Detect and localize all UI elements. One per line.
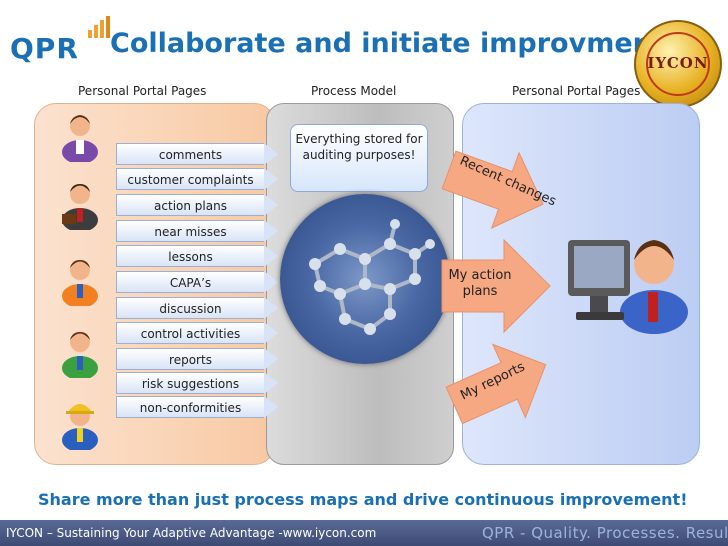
iycon-logo: IYCON xyxy=(634,20,722,108)
iycon-logo-text: IYCON xyxy=(647,54,709,72)
tag-arrow-icon xyxy=(264,194,278,216)
item-tag-reports: reports xyxy=(116,348,264,370)
item-tag-non-conformities: non-conformities xyxy=(116,396,264,418)
item-tag-capas: CAPA’s xyxy=(116,271,264,293)
person-icon xyxy=(62,115,98,162)
item-tag-near-misses: near misses xyxy=(116,220,264,242)
tag-arrow-icon xyxy=(264,396,278,418)
item-tag-action-plans: action plans xyxy=(116,194,264,216)
arrow-label-my-action-plans: My action plans xyxy=(448,268,512,299)
right-column-heading: Personal Portal Pages xyxy=(512,84,641,98)
tag-arrow-icon xyxy=(264,271,278,293)
person-icon xyxy=(62,260,98,306)
item-tag-comments: comments xyxy=(116,143,264,165)
footer-left-text: IYCON – Sustaining Your Adaptive Advanta… xyxy=(6,526,377,540)
qpr-logo: QPR xyxy=(10,32,79,65)
molecule-icon xyxy=(309,219,435,335)
tag-arrow-icon xyxy=(264,322,278,344)
iycon-logo-ring xyxy=(646,32,710,96)
arrow-my-action-plans xyxy=(441,238,551,334)
person-icon xyxy=(62,332,98,378)
tagline: Share more than just process maps and dr… xyxy=(38,490,688,509)
item-tag-lessons: lessons xyxy=(116,245,264,267)
qpr-logo-bars-icon xyxy=(88,16,110,38)
arrow-my-reports xyxy=(445,343,547,425)
item-tag-discussion: discussion xyxy=(116,297,264,319)
user-at-computer-icon xyxy=(568,240,688,334)
tag-arrow-icon xyxy=(264,168,278,190)
middle-column-heading: Process Model xyxy=(311,84,397,98)
item-tag-risk-suggestions: risk suggestions xyxy=(116,372,264,394)
tag-arrow-icon xyxy=(264,220,278,242)
process-model-sphere xyxy=(280,194,450,364)
left-column-heading: Personal Portal Pages xyxy=(78,84,207,98)
tag-arrow-icon xyxy=(264,372,278,394)
businessman-icon xyxy=(62,184,98,230)
item-tag-customer-complaints: customer complaints xyxy=(116,168,264,190)
footer-bar xyxy=(0,520,728,546)
construction-worker-icon xyxy=(62,404,98,450)
page-title: Collaborate and initiate improvment! xyxy=(110,28,678,59)
storage-note-box: Everything stored for auditing purposes! xyxy=(290,124,428,192)
item-tag-control-activities: control activities xyxy=(116,322,264,344)
tag-arrow-icon xyxy=(264,143,278,165)
tag-arrow-icon xyxy=(264,245,278,267)
tag-arrow-icon xyxy=(264,297,278,319)
footer-right-text: QPR - Quality. Processes. Results. xyxy=(482,524,728,542)
arrow-recent-changes xyxy=(441,150,544,229)
tag-arrow-icon xyxy=(264,348,278,370)
